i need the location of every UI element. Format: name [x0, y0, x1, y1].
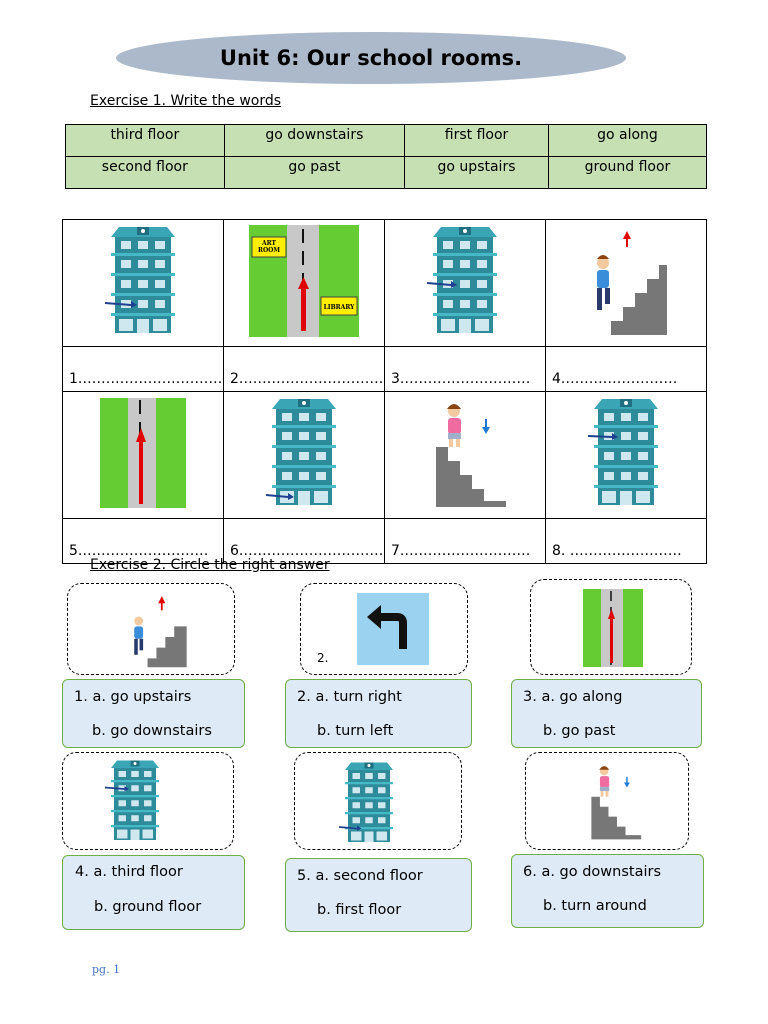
option-b[interactable]: b. turn around [543, 898, 647, 914]
page-title: Unit 6: Our school rooms. [219, 46, 523, 70]
option-b[interactable]: b. go downstairs [92, 723, 212, 739]
building-ground-floor-icon [265, 399, 336, 505]
picture-cell [62, 219, 224, 347]
question-picture-box [62, 752, 234, 850]
go-downstairs-icon [436, 404, 506, 507]
question-picture-box [525, 752, 689, 850]
option-b[interactable]: b. ground floor [94, 899, 202, 915]
question-picture-box [67, 583, 235, 675]
word-cell: go upstairs [404, 156, 549, 189]
answer-box: 4. a. third floor b. ground floor [62, 855, 245, 930]
question-picture-box [294, 752, 462, 850]
go-downstairs-icon [591, 766, 642, 840]
go-upstairs-icon [129, 596, 187, 668]
word-cell: second floor [65, 156, 225, 189]
question-picture-box [530, 579, 692, 675]
picture-label: 5.……………………… [62, 518, 224, 564]
option-a[interactable]: 3. a. go along [523, 689, 623, 705]
page-number: pg. 1 [92, 963, 121, 976]
answer-box: 5. a. second floor b. first floor [285, 858, 472, 932]
building-third-floor-icon [104, 760, 159, 840]
picture-label: 2.………………………… [223, 346, 385, 392]
building-third-floor-icon [426, 227, 497, 333]
turn-left-icon [357, 593, 429, 665]
word-bank-table: third floor go downstairs first floor go… [65, 124, 708, 189]
picture-cell [545, 391, 707, 519]
picture-label: 4.…………………… [545, 346, 707, 392]
picture-cell [384, 219, 546, 347]
road-go-along-icon [100, 398, 186, 508]
building-third-floor-icon [587, 399, 658, 505]
option-a[interactable]: 4. a. third floor [75, 864, 183, 880]
box-number: 2. [317, 651, 329, 665]
picture-label: 3.……………………… [384, 346, 546, 392]
title-banner: Unit 6: Our school rooms. [116, 32, 626, 84]
picture-cell [384, 391, 546, 519]
picture-label: 8. …………………… [545, 518, 707, 564]
exercise1-heading: Exercise 1. Write the words [90, 93, 282, 109]
option-a[interactable]: 1. a. go upstairs [74, 689, 192, 705]
option-b[interactable]: b. first floor [317, 902, 402, 918]
go-upstairs-icon [587, 231, 667, 335]
word-cell: go downstairs [223, 124, 406, 157]
question-picture-box: 2. [300, 583, 468, 675]
building-second-floor-icon [104, 227, 175, 333]
option-a[interactable]: 6. a. go downstairs [523, 864, 662, 880]
option-b[interactable]: b. go past [543, 723, 616, 739]
picture-label: 1.………………………… [62, 346, 224, 392]
word-cell: ground floor [547, 156, 708, 189]
road-go-along-icon [583, 589, 643, 667]
option-b[interactable]: b. turn left [317, 723, 394, 739]
picture-cell [62, 391, 224, 519]
exercise2-heading: Exercise 2. Circle the right answer [90, 557, 330, 573]
building-ground-floor-icon [338, 762, 393, 842]
word-cell: third floor [65, 124, 225, 157]
word-cell: first floor [404, 124, 549, 157]
answer-box: 1. a. go upstairs b. go downstairs [62, 679, 245, 748]
picture-cell [223, 391, 385, 519]
picture-cell [545, 219, 707, 347]
option-a[interactable]: 2. a. turn right [297, 689, 402, 705]
word-cell: go along [547, 124, 708, 157]
option-a[interactable]: 5. a. second floor [297, 868, 423, 884]
answer-box: 3. a. go along b. go past [511, 679, 702, 748]
picture-label: 6.………………………… [223, 518, 385, 564]
answer-box: 2. a. turn right b. turn left [285, 679, 472, 748]
picture-label: 7.……………………… [384, 518, 546, 564]
sign-library-text: LIBRARY [324, 304, 356, 311]
word-cell: go past [223, 156, 406, 189]
answer-box: 6. a. go downstairs b. turn around [511, 854, 704, 928]
